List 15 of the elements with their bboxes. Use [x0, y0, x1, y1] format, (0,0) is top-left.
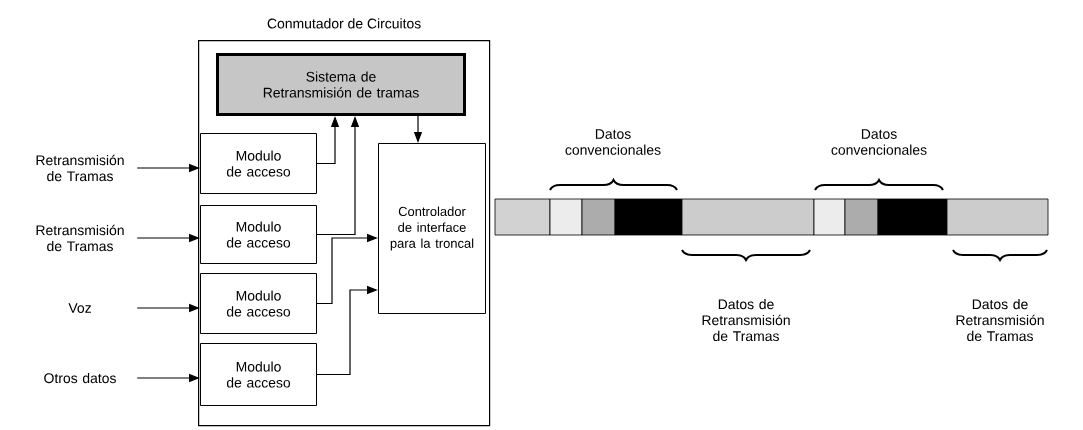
- brace-label: Datos convencionales: [565, 129, 661, 155]
- module-box: Modulo de acceso: [200, 273, 317, 334]
- system-box: Sistema de Retransmisión de tramas: [216, 53, 466, 116]
- input-label: Voz: [68, 303, 91, 313]
- input-label: Retransmisión de Tramas: [36, 224, 124, 252]
- node-label: Conmutador de Circuitos: [267, 18, 421, 29]
- brace-label: Datos convencionales: [831, 129, 927, 155]
- brace-label: Datos de Retransmisión de Tramas: [956, 298, 1044, 342]
- brace-label: Datos de Retransmisión de Tramas: [702, 298, 790, 342]
- input-label: Otros datos: [44, 372, 116, 384]
- module-box: Modulo de acceso: [200, 343, 317, 406]
- module-box: Modulo de acceso: [200, 205, 317, 264]
- input-label: Retransmisión de Tramas: [36, 154, 124, 182]
- module-box: Modulo de acceso: [200, 133, 317, 194]
- controller-box: Controlador de interface para la troncal: [378, 143, 486, 314]
